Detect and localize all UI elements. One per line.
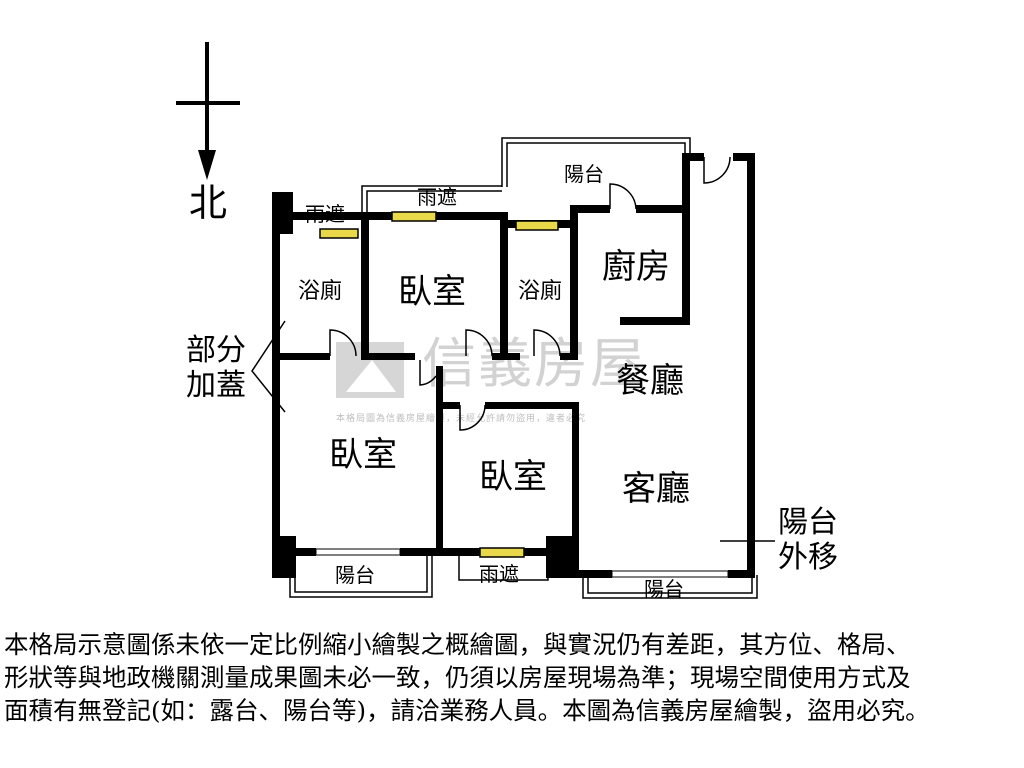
disclaimer-line2: 形狀等與地政機關測量成果圖未必一致，仍須以房屋現場為準；現場空間使用方式及 <box>4 663 911 693</box>
disclaimer-line3: 面積有無登記(如：露台、陽台等)，請洽業務人員。本圖為信義房屋繪製，盜用必究。 <box>4 696 930 726</box>
canopy-top-mid-label: 雨遮 <box>417 185 457 209</box>
canopy-bottom-label: 雨遮 <box>479 562 519 586</box>
balcony-moved-line2: 外移 <box>778 539 838 575</box>
door-swings <box>329 156 731 431</box>
disclaimer: 本格局示意圖係未依一定比例縮小繪製之概繪圖，與實況仍有差距，其方位、格局、 形狀… <box>4 628 1020 727</box>
balcony-bottom-left-label: 陽台 <box>335 563 375 587</box>
canopy-top-left-label: 雨遮 <box>305 202 345 226</box>
partial-addition-label: 部分 加蓋 <box>186 333 246 403</box>
room-bedroom-top: 臥室 <box>398 272 466 312</box>
balcony-top-label: 陽台 <box>564 162 604 186</box>
room-bedroom-left: 臥室 <box>329 435 397 475</box>
watermark-logo-icon <box>336 342 404 398</box>
partial-addition-line2: 加蓋 <box>186 367 246 403</box>
north-arrow-head-icon <box>198 150 216 180</box>
partial-addition-line1: 部分 <box>186 333 246 368</box>
room-dining: 餐廳 <box>616 361 684 401</box>
watermark-brand: 信義房屋 <box>422 332 646 395</box>
balcony-moved-line1: 陽台 <box>778 505 838 540</box>
room-bath-mid: 浴廁 <box>518 279 563 304</box>
room-bedroom-mid: 臥室 <box>479 457 547 497</box>
balcony-moved-label: 陽台 外移 <box>778 505 838 575</box>
room-living: 客廳 <box>622 469 690 509</box>
windows <box>319 211 559 558</box>
north-label: 北 <box>189 181 228 225</box>
room-bath-left: 浴廁 <box>298 279 343 304</box>
room-kitchen: 廚房 <box>602 247 670 287</box>
floor-plan <box>176 42 775 599</box>
window-panes <box>315 548 729 578</box>
north-arrow-icon <box>176 42 240 165</box>
balcony-bottom-right-label: 陽台 <box>644 577 684 601</box>
disclaimer-line1: 本格局示意圖係未依一定比例縮小繪製之概繪圖，與實況仍有差距，其方位、格局、 <box>4 630 911 659</box>
